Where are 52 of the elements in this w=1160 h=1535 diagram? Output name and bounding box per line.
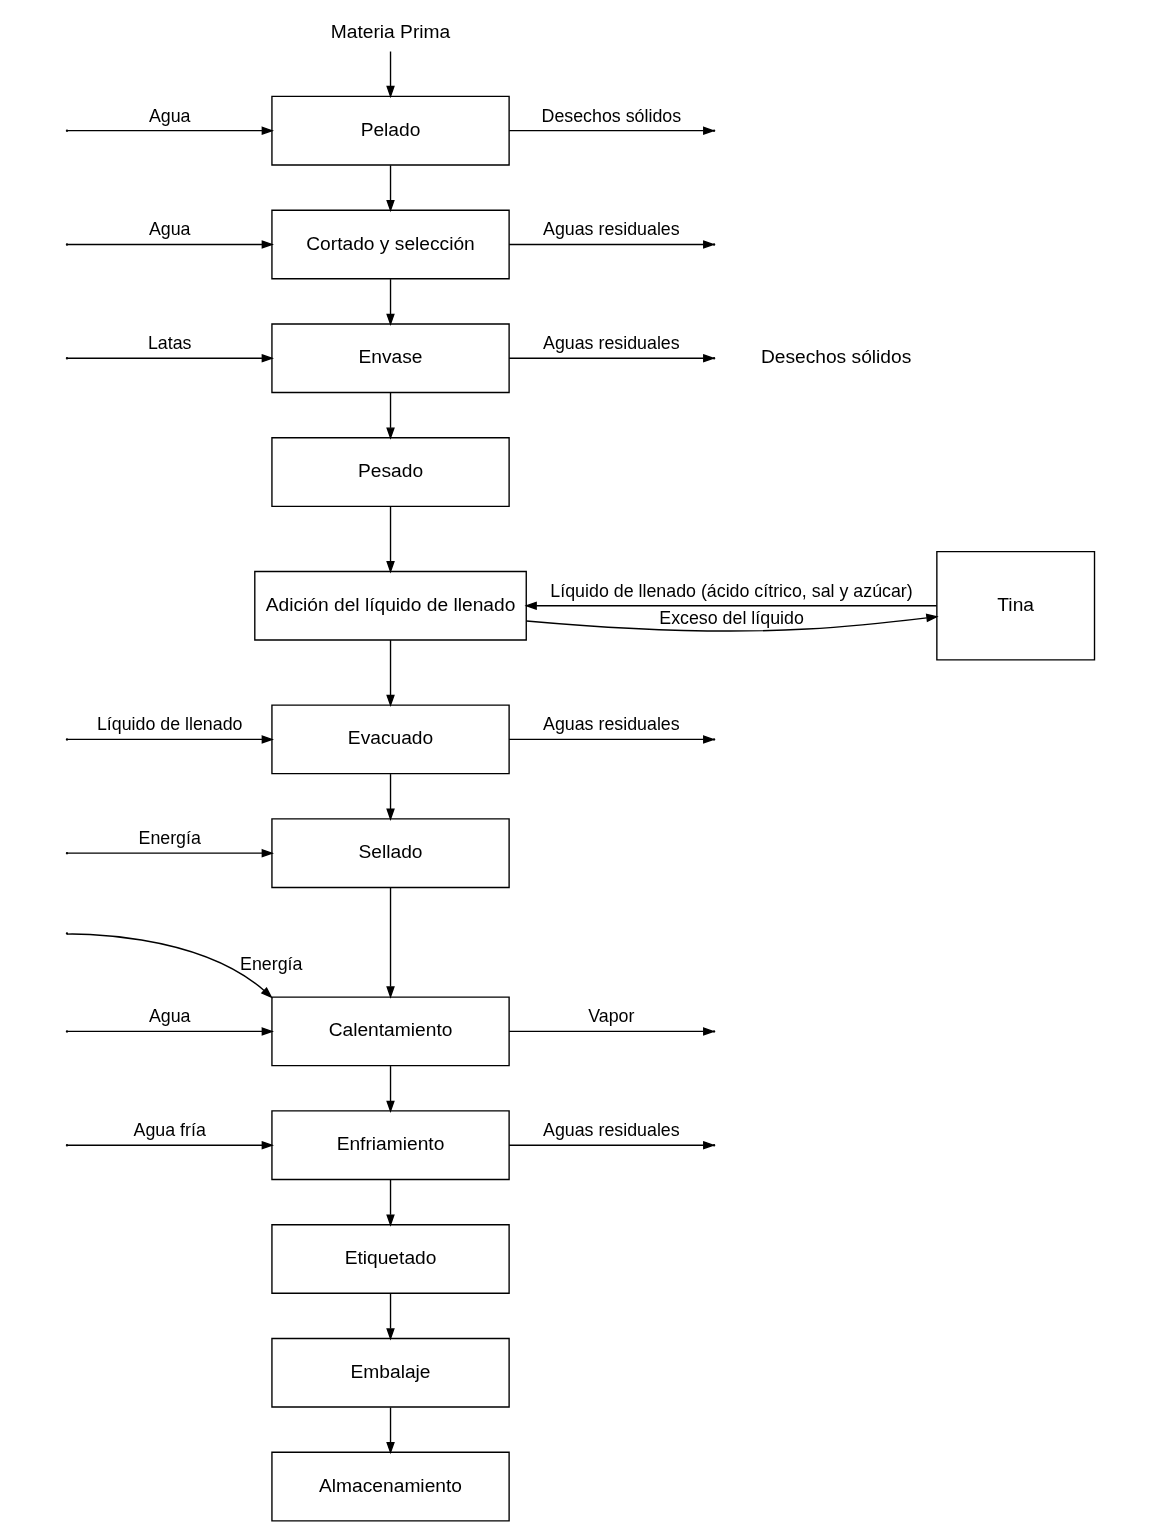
edge-label: Exceso del líquido — [658, 608, 804, 629]
edge-label: Líquido de llenado — [96, 714, 243, 735]
edge-label: Líquido de llenado (ácido cítrico, sal y azúcar) — [549, 580, 913, 601]
node-box: Adición del líquido de llenado — [253, 570, 527, 641]
node-text: Materia Prima — [330, 20, 450, 42]
arrow — [385, 639, 395, 708]
arrow — [66, 1027, 274, 1036]
arrow — [66, 126, 274, 135]
arrow — [385, 1179, 395, 1227]
node-box: Cortado y selección — [270, 209, 510, 280]
edge-label: Vapor — [587, 1006, 634, 1027]
arrow — [385, 392, 395, 440]
node-box: Calentamiento — [270, 996, 510, 1067]
arrow — [385, 50, 395, 99]
arrow — [385, 164, 395, 213]
label: Desechos sólidos — [760, 346, 911, 368]
node-box: Almacenamiento — [270, 1451, 510, 1522]
arrow — [524, 601, 937, 611]
edge-label: Aguas residuales — [542, 1120, 680, 1141]
node-box: Enfriamiento — [270, 1110, 510, 1181]
arrow — [385, 886, 395, 999]
arrow — [385, 505, 395, 574]
edge-label: Latas — [147, 333, 191, 354]
arrow — [66, 353, 274, 363]
edge-label: Aguas residuales — [542, 333, 680, 354]
edge-label: Desechos sólidos — [541, 105, 681, 126]
arrow — [66, 1140, 274, 1150]
arrow — [66, 240, 274, 249]
arrow — [525, 613, 939, 632]
node-box: Etiquetado — [270, 1224, 510, 1294]
edge-label: Energía — [239, 954, 302, 975]
arrow — [385, 1065, 395, 1113]
arrow — [65, 933, 273, 999]
edge-label: Aguas residuales — [542, 219, 680, 240]
edge-label: Agua — [148, 219, 191, 240]
edge-label: Agua fría — [133, 1120, 206, 1141]
arrow — [385, 773, 395, 821]
arrow — [66, 735, 274, 744]
arrow — [385, 1293, 395, 1341]
node-box: Pelado — [270, 95, 510, 166]
arrow — [385, 278, 395, 327]
node-box: Evacuado — [270, 704, 510, 775]
edge-label: Energía — [138, 828, 201, 849]
node-box: Tina — [935, 550, 1095, 661]
edge-label: Agua — [148, 105, 191, 126]
arrow — [385, 1406, 395, 1455]
edge-label: Agua — [148, 1006, 191, 1027]
node-box: Envase — [270, 323, 510, 394]
edge-label: Aguas residuales — [542, 714, 680, 735]
node-box: Pesado — [270, 437, 510, 507]
node-box: Sellado — [270, 818, 510, 889]
node-box: Embalaje — [270, 1337, 510, 1408]
